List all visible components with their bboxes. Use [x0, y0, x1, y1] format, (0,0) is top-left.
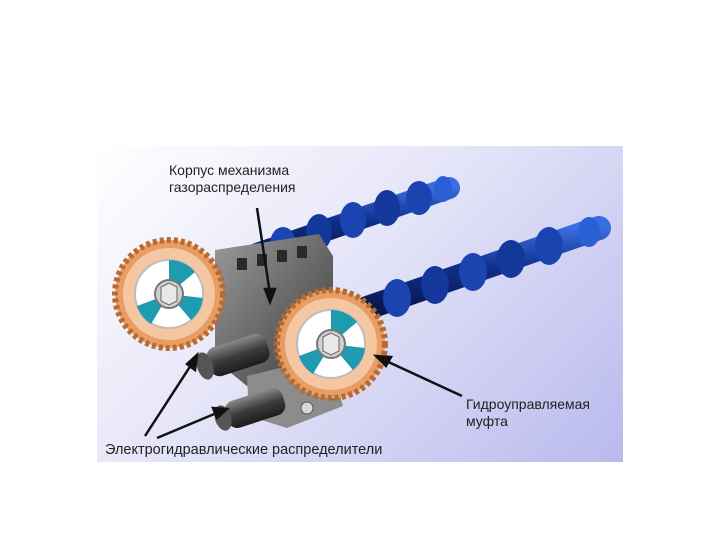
- housing-label: Корпус механизма газораспределения: [169, 162, 295, 196]
- right-sprocket: [277, 290, 385, 398]
- camshaft-diagram: Корпус механизма газораспределения Гидро…: [97, 146, 623, 462]
- housing-label-line1: Корпус механизма: [169, 162, 295, 179]
- clutch-label-line1: Гидроуправляемая: [466, 396, 590, 413]
- lower-camshaft: [367, 217, 600, 317]
- housing-label-line2: газораспределения: [169, 179, 295, 196]
- clutch-label: Гидроуправляемая муфта: [466, 396, 590, 430]
- clutch-label-line2: муфта: [466, 413, 590, 430]
- left-sprocket: [115, 240, 223, 348]
- valves-label: Электрогидравлические распределители: [105, 442, 382, 459]
